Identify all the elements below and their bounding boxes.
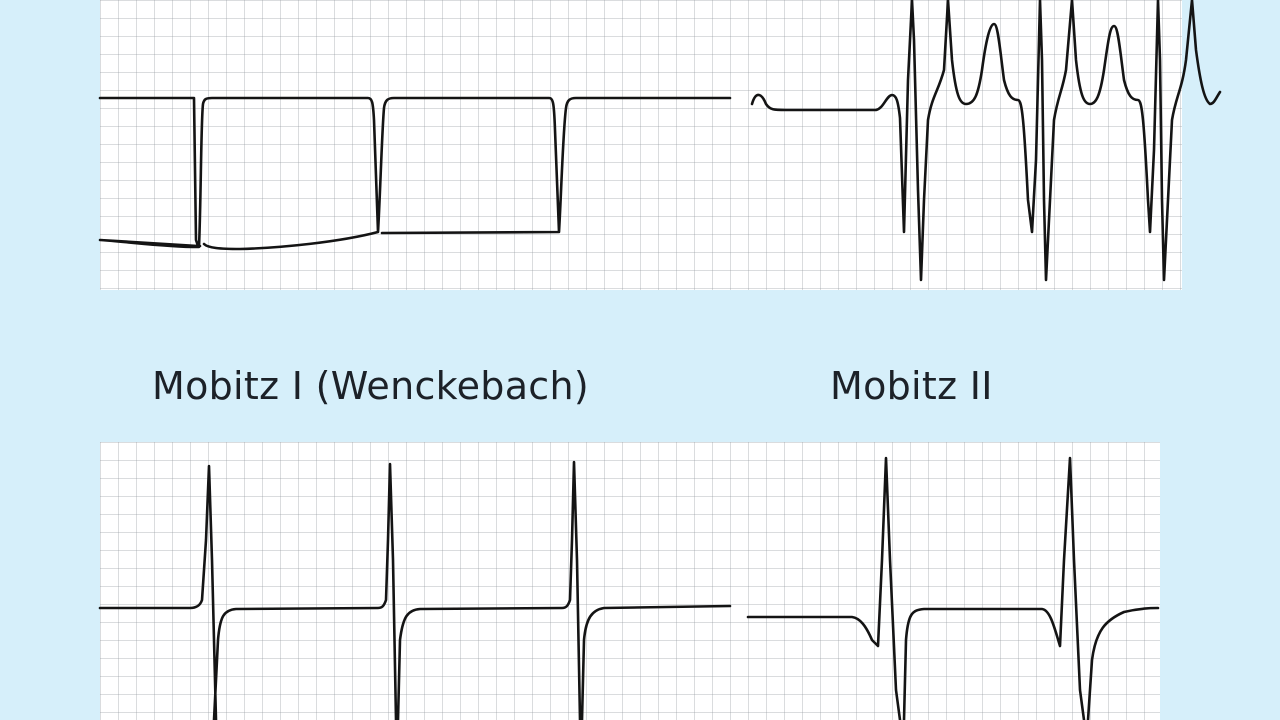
ecg-strip-top <box>100 0 1182 290</box>
wide-complex-tachycardia-trace <box>750 0 1222 282</box>
mobitz-i-ecg-trace <box>98 460 732 720</box>
mobitz-i-caption: Mobitz I (Wenckebach) <box>152 364 589 408</box>
square-wave-trace <box>98 96 732 251</box>
mobitz-ii-ecg-trace <box>746 456 1160 720</box>
mobitz-ii-caption: Mobitz II <box>830 364 993 408</box>
ecg-strip-bottom <box>100 442 1160 720</box>
